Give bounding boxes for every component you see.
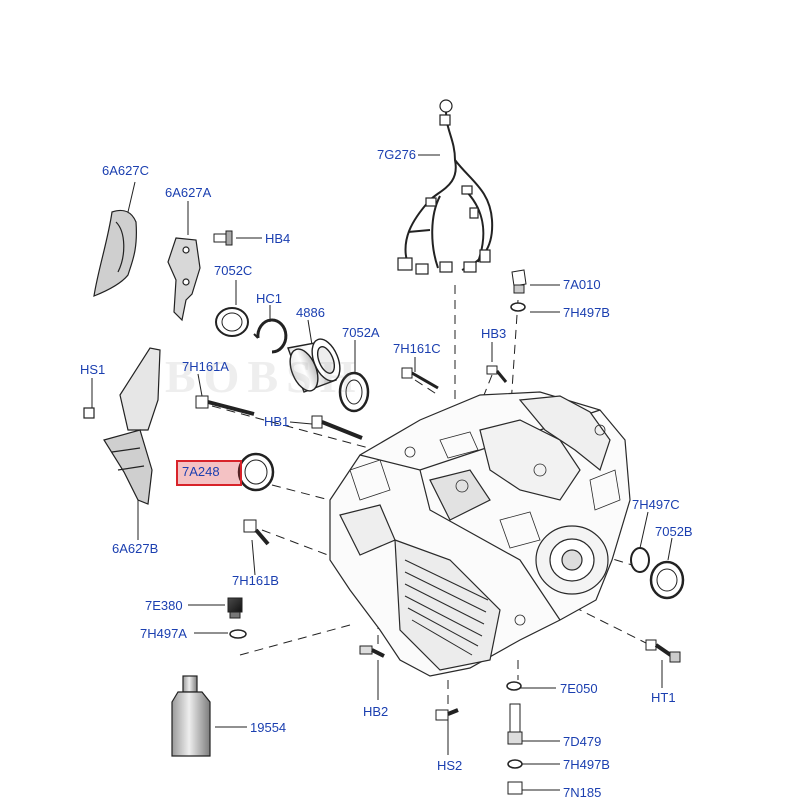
seal-7h497c: [630, 547, 650, 573]
wiring-harness: [404, 111, 494, 271]
bearing-4886: [287, 338, 341, 393]
plug-7n185: [507, 781, 523, 795]
label-hs2[interactable]: HS2: [437, 758, 463, 773]
plug-7e380: [227, 597, 243, 619]
plug-7a010: [511, 269, 527, 294]
label-6a627c[interactable]: 6A627C: [102, 163, 149, 178]
label-7g276[interactable]: 7G276: [377, 147, 417, 162]
label-hb1[interactable]: HB1: [264, 414, 290, 429]
label-hc1[interactable]: HC1: [256, 291, 283, 306]
label-7a010[interactable]: 7A010: [563, 277, 601, 292]
heat-shield-a: [167, 237, 201, 322]
bolt-hb1: [311, 415, 363, 440]
label-7d479[interactable]: 7D479: [563, 734, 602, 749]
heat-shield-c: [93, 209, 137, 297]
bolt-7h161a: [195, 395, 255, 416]
label-7h497b-top[interactable]: 7H497B: [563, 305, 610, 320]
label-6a627a[interactable]: 6A627A: [165, 185, 212, 200]
label-7h161c[interactable]: 7H161C: [393, 341, 441, 356]
watermark-text: BOBSH: [165, 351, 364, 402]
label-4886[interactable]: 4886: [296, 305, 325, 320]
housing-detail: [349, 424, 621, 626]
label-hb4[interactable]: HB4: [265, 231, 291, 246]
label-7h497a[interactable]: 7H497A: [140, 626, 187, 641]
seal-7052c: [215, 307, 249, 337]
label-ht1[interactable]: HT1: [651, 690, 676, 705]
label-19554[interactable]: 19554: [250, 720, 287, 735]
label-7h497c[interactable]: 7H497C: [632, 497, 680, 512]
bracket-hs1: [83, 347, 161, 505]
label-hb3[interactable]: HB3: [481, 326, 507, 341]
circlip-hc1: [253, 318, 288, 354]
label-7h161a[interactable]: 7H161A: [182, 359, 229, 374]
washer-7e050: [506, 681, 522, 691]
transmission-housing: [329, 391, 631, 677]
oil-pan-ribs: [404, 559, 489, 656]
label-7a248[interactable]: 7A248: [182, 464, 220, 479]
bolt-hs2: [435, 708, 459, 721]
highlight-box: [176, 460, 242, 486]
bolt-hb4: [213, 230, 233, 246]
washer-7h497b-top: [510, 302, 526, 312]
bolt-7h161b: [243, 519, 270, 546]
seal-7052b: [649, 560, 685, 600]
label-hb2[interactable]: HB2: [363, 704, 389, 719]
label-7052a[interactable]: 7052A: [342, 325, 380, 340]
label-7h497b-bottom[interactable]: 7H497B: [563, 757, 610, 772]
washer-7h497b-bottom: [507, 759, 523, 769]
seal-7052a: [338, 371, 370, 413]
stud-ht1: [645, 639, 681, 663]
label-hs1[interactable]: HS1: [80, 362, 106, 377]
label-7n185[interactable]: 7N185: [563, 785, 602, 800]
label-7h161b[interactable]: 7H161B: [232, 573, 279, 588]
label-6a627b[interactable]: 6A627B: [112, 541, 159, 556]
washer-7h497a: [229, 629, 247, 639]
harness-connectors: [397, 99, 491, 275]
sensor-7d479: [507, 703, 523, 745]
label-7e380[interactable]: 7E380: [145, 598, 183, 613]
seal-7a248: [237, 452, 275, 492]
leader-lines: [91, 154, 673, 791]
bolt-7h161c: [401, 367, 439, 390]
label-7e050[interactable]: 7E050: [560, 681, 598, 696]
bolt-hb3: [486, 365, 508, 383]
label-7052b[interactable]: 7052B: [655, 524, 693, 539]
label-7052c[interactable]: 7052C: [214, 263, 253, 278]
bolt-hb2: [359, 645, 385, 658]
sealant-bottle-19554: [171, 675, 211, 757]
